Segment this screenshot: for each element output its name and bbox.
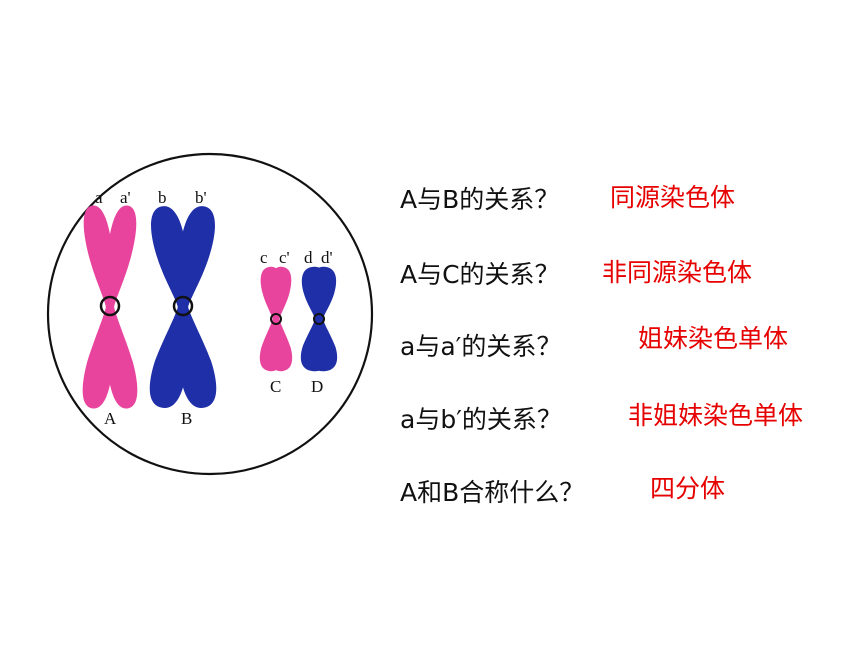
answer-text: 姐妹染色单体: [638, 324, 789, 353]
question-text: A与C的关系？: [400, 260, 560, 289]
centromere-a: [99, 295, 121, 317]
chromosome-a: [78, 203, 142, 411]
question-text: a与b′的关系？: [400, 405, 562, 434]
answer-text: 四分体: [650, 474, 726, 503]
centromere-b: [172, 295, 194, 317]
label-chromosome-c: C: [270, 377, 281, 396]
centromere-c: [270, 313, 282, 325]
label-d-small: d: [304, 248, 313, 267]
label-c-small: c: [260, 248, 268, 267]
label-b-prime: b': [195, 188, 207, 207]
chromosome-b: [145, 202, 221, 412]
answer-text: 非姐妹染色单体: [628, 401, 804, 430]
centromere-d: [313, 313, 325, 325]
label-chromosome-a: A: [104, 409, 117, 428]
label-d-prime: d': [321, 248, 333, 267]
label-a-small: a: [95, 188, 103, 207]
answer-text: 非同源染色体: [602, 258, 753, 287]
question-text: A和B合称什么？: [400, 478, 585, 507]
label-b-small: b: [158, 188, 167, 207]
label-c-prime: c': [279, 248, 290, 267]
cell-diagram: a a' b b' c c' d d' A B C D: [46, 152, 374, 476]
label-a-prime: a': [120, 188, 131, 207]
answer-text: 同源染色体: [610, 183, 736, 212]
question-text: A与B的关系？: [400, 185, 560, 214]
chromosome-d: [299, 265, 339, 373]
label-chromosome-b: B: [181, 409, 192, 428]
label-chromosome-d: D: [311, 377, 323, 396]
cell-outline: [46, 152, 374, 476]
chromosome-c: [258, 265, 294, 373]
question-text: a与a′的关系？: [400, 332, 562, 361]
